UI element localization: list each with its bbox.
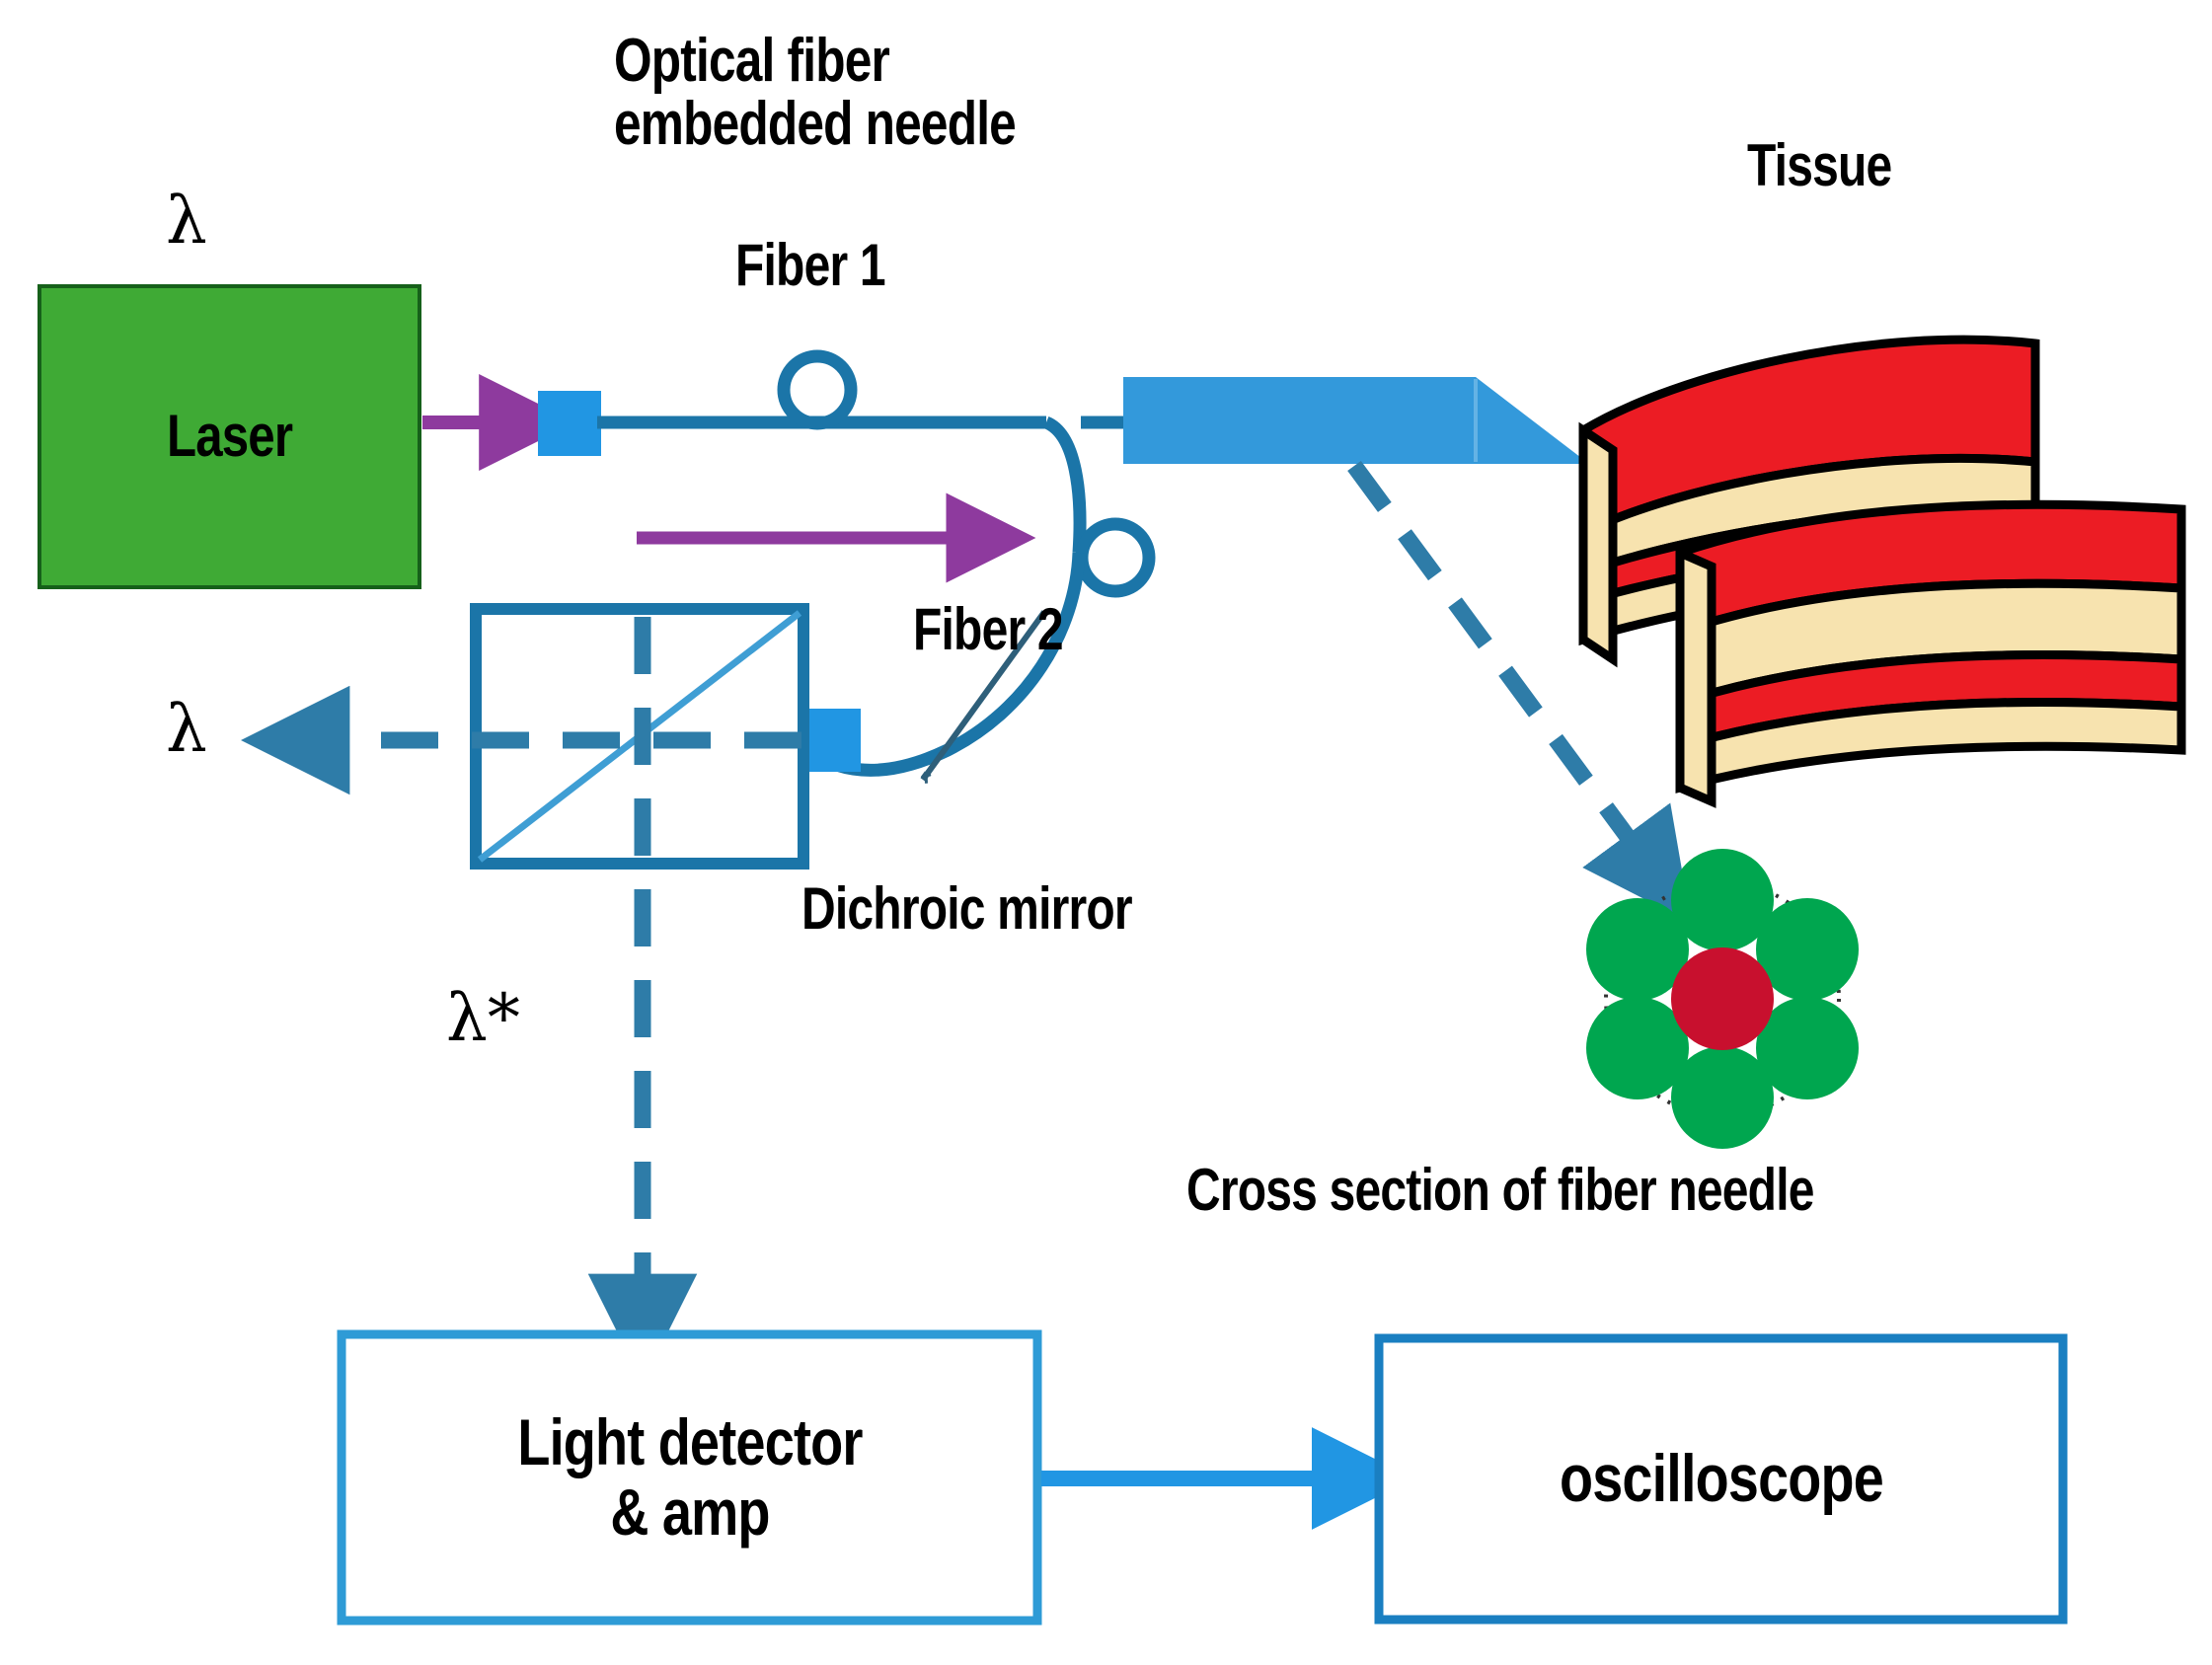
cladding-circle xyxy=(1586,997,1689,1099)
fiber-1-line xyxy=(597,349,1130,554)
fiber-cross-section xyxy=(1586,849,1859,1149)
fiber-1-label: Fiber 1 xyxy=(735,232,886,298)
cladding-circle xyxy=(1756,898,1859,1001)
lambda-star-label: λ* xyxy=(446,980,520,1056)
fiber-connector-block[interactable] xyxy=(538,391,601,456)
optical-fiber-needle[interactable] xyxy=(1123,377,1589,464)
cladding-circle xyxy=(1586,898,1689,1001)
fiber-2-label: Fiber 2 xyxy=(913,596,1064,662)
fiber-2-leader-arrow xyxy=(920,610,1047,780)
cross-section-label: Cross section of fiber needle xyxy=(1186,1157,1814,1223)
core-circle xyxy=(1671,947,1774,1050)
tissue-label: Tissue xyxy=(1747,132,1892,198)
oscilloscope-box-label: oscilloscope xyxy=(1559,1440,1884,1516)
laser-box-label: Laser xyxy=(166,403,293,470)
lambda-source-label: λ xyxy=(166,183,207,259)
cladding-circle xyxy=(1671,849,1774,951)
tissue-illustration xyxy=(1578,335,2186,808)
lambda-reflected-label: λ xyxy=(166,691,207,767)
light-detector-box[interactable] xyxy=(337,1329,1042,1626)
optical-fiber-needle-label: Optical fiber embedded needle xyxy=(614,27,1017,159)
oscilloscope-box[interactable] xyxy=(1374,1333,2068,1625)
needle-cross-section-callout xyxy=(1347,460,1692,924)
cladding-circle xyxy=(1671,1046,1774,1149)
cladding-circle xyxy=(1756,997,1859,1099)
laser-box[interactable] xyxy=(38,284,421,589)
dichroic-mirror-label: Dichroic mirror xyxy=(801,875,1133,942)
mirror-input-connector-block[interactable] xyxy=(800,709,861,772)
light-detector-box-label: Light detector & amp xyxy=(516,1404,863,1549)
